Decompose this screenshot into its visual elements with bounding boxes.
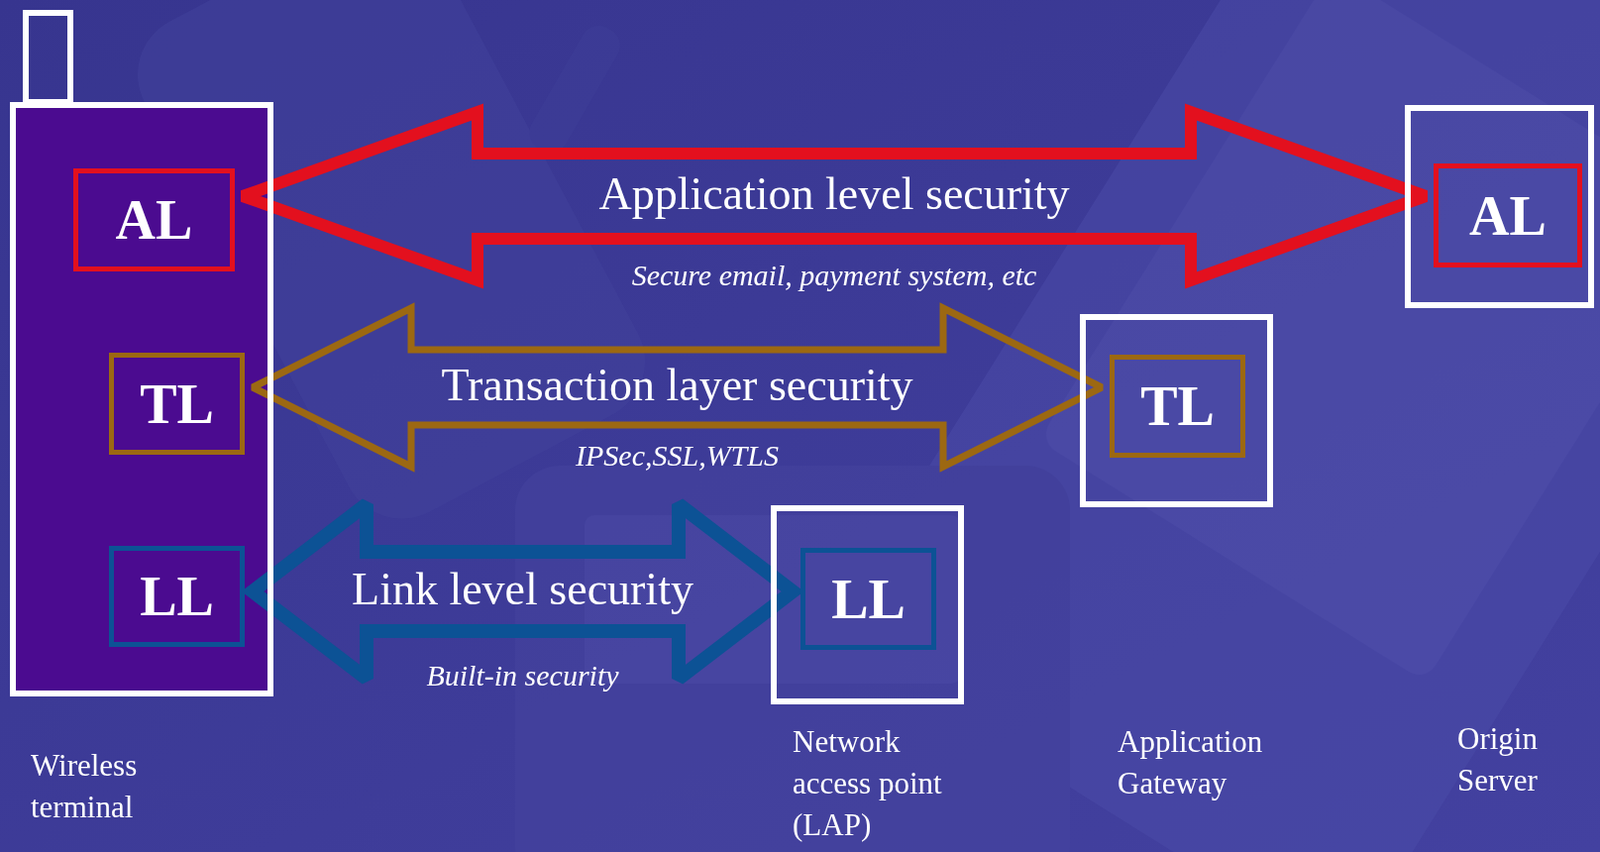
- security-level-label: Application level security: [598, 168, 1069, 221]
- protocol-note: Built-in security: [426, 658, 619, 694]
- palm-screen-shape: [1038, 0, 1600, 682]
- box-caption: Network access point (LAP): [792, 721, 971, 847]
- box-caption: Wireless terminal: [30, 745, 200, 829]
- security-level-label: Link level security: [351, 563, 694, 617]
- layer-tag: TL: [139, 376, 214, 432]
- layer-tag: TL: [1140, 378, 1215, 434]
- application-security-arrow: [242, 111, 1426, 281]
- gateway-box: Application GatewayTL: [1079, 314, 1274, 508]
- application-layer-box: AL: [1433, 163, 1583, 268]
- box-caption: Origin Server: [1457, 718, 1582, 802]
- wireless-terminal-box: Wireless terminalALTLLL: [9, 102, 274, 697]
- link-layer-box: LL: [800, 547, 937, 650]
- photo-devices: [116, 0, 1600, 852]
- box-caption: Application Gateway: [1117, 721, 1301, 805]
- layer-tag: AL: [1469, 188, 1547, 244]
- protocol-note: IPSec,SSL,WTLS: [575, 438, 779, 474]
- protocol-note: Secure email, payment system, etc: [632, 258, 1038, 294]
- link-security-arrow: [252, 504, 793, 679]
- transaction-layer-box: TL: [108, 352, 245, 455]
- terminal-antenna: [25, 12, 71, 103]
- terminal-body-fill: [9, 102, 274, 697]
- origin-server-box: Origin ServerAL: [1404, 105, 1595, 309]
- access-point-box: Network access point (LAP)LL: [770, 505, 964, 705]
- application-layer-box: AL: [73, 168, 235, 272]
- transaction-layer-box: TL: [1109, 354, 1246, 458]
- security-level-label: Transaction layer security: [440, 359, 913, 413]
- layer-tag: LL: [139, 568, 214, 625]
- link-layer-box: LL: [108, 545, 245, 647]
- phone-antenna-shape: [523, 18, 628, 159]
- layer-tag: LL: [831, 571, 906, 628]
- layer-tag: AL: [115, 192, 194, 248]
